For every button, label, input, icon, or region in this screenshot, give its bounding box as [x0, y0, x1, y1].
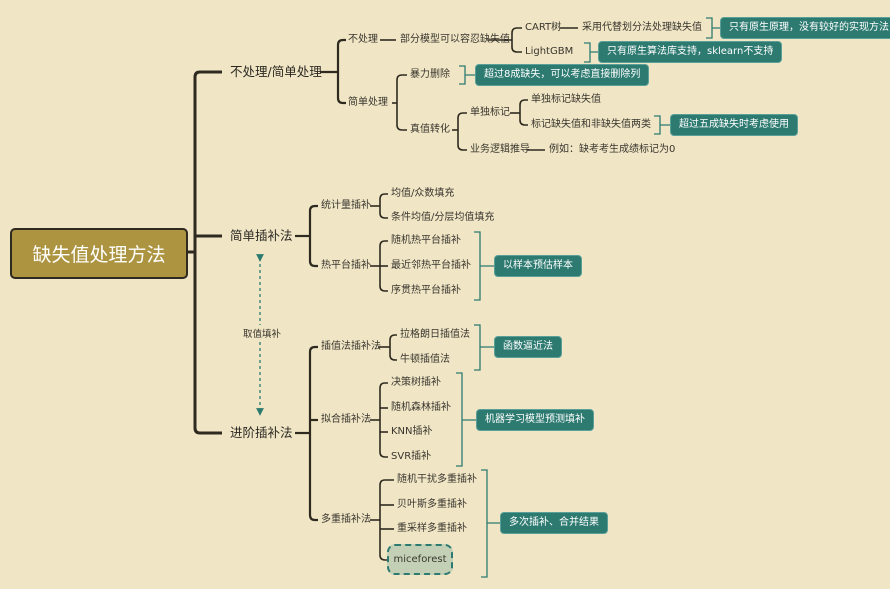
node-hot-deck[interactable]: 热平台插补	[321, 260, 371, 271]
node-cart[interactable]: CART树	[525, 22, 562, 33]
node-multi-item[interactable]: 重采样多重插补	[397, 523, 467, 534]
node-simple-imputation[interactable]: 简单插补法	[230, 228, 293, 243]
connector	[379, 193, 388, 206]
connector	[336, 72, 346, 105]
node-no-process[interactable]: 不处理	[348, 34, 378, 45]
callout-lightgbm-note[interactable]: 只有原生算法库支持，sklearn不支持	[598, 41, 783, 63]
connector	[519, 99, 528, 113]
node-hot-item[interactable]: 序贯热平台插补	[391, 285, 461, 296]
node-hot-item[interactable]: 随机热平台插补	[391, 235, 461, 246]
connector	[379, 240, 388, 266]
node-advanced-imputation[interactable]: 进阶插补法	[230, 425, 293, 440]
connector	[459, 65, 475, 85]
connector	[654, 115, 670, 135]
node-mark[interactable]: 单独标记	[470, 107, 510, 118]
node-hot-item[interactable]: 最近邻热平台插补	[391, 260, 471, 271]
callout-mark-note[interactable]: 超过五成缺失时考虑使用	[670, 114, 798, 136]
node-drop[interactable]: 暴力删除	[410, 69, 450, 80]
connector	[308, 433, 318, 522]
node-cart-desc[interactable]: 采用代替划分法处理缺失值	[582, 22, 702, 33]
connector	[308, 345, 318, 433]
node-no-or-simple-process[interactable]: 不处理/简单处理	[230, 64, 322, 79]
node-multi-item[interactable]: 随机干扰多重插补	[397, 474, 477, 485]
node-stat-item[interactable]: 条件均值/分层均值填充	[391, 212, 495, 223]
connector	[481, 469, 500, 578]
node-fit-item[interactable]: 随机森林插补	[391, 402, 451, 413]
connector	[519, 113, 528, 126]
node-miceforest[interactable]: miceforest	[387, 544, 453, 575]
node-interp[interactable]: 插值法插补法	[321, 341, 381, 352]
relation-label: 取值填补	[243, 325, 282, 341]
node-fit-item[interactable]: 决策树插补	[391, 377, 441, 388]
node-stat-item[interactable]: 均值/众数填充	[391, 188, 455, 199]
node-mark-item[interactable]: 标记缺失值和非缺失值两类	[531, 119, 651, 130]
connector	[193, 252, 222, 435]
node-fit-item[interactable]: KNN插补	[391, 426, 433, 437]
connector	[379, 420, 388, 458]
callout-interp-note[interactable]: 函数逼近法	[494, 336, 562, 358]
connector	[706, 17, 720, 39]
node-lightgbm[interactable]: LightGBM	[525, 46, 574, 57]
node-fit-item[interactable]: SVR插补	[391, 451, 432, 462]
callout-drop-note[interactable]: 超过8成缺失，可以考虑直接删除列	[475, 64, 650, 86]
connector	[308, 236, 318, 268]
node-convert[interactable]: 真值转化	[410, 124, 450, 135]
callout-multi-note[interactable]: 多次插补、合并结果	[500, 512, 608, 534]
node-mark-item[interactable]: 单独标记缺失值	[531, 94, 601, 105]
connector	[308, 204, 318, 236]
connector	[474, 324, 494, 371]
node-logic[interactable]: 业务逻辑推导	[470, 144, 530, 155]
connector	[389, 347, 397, 361]
connector	[389, 334, 397, 347]
callout-fit-note[interactable]: 机器学习模型预测填补	[476, 409, 594, 431]
connector	[336, 38, 346, 72]
connector	[379, 382, 388, 420]
connector	[456, 372, 476, 467]
callout-cart-note[interactable]: 只有原生原理，没有较好的实现方法	[720, 17, 890, 39]
node-interp-item[interactable]: 拉格朗日插值法	[400, 329, 470, 340]
connector	[511, 27, 522, 40]
connector	[193, 70, 222, 252]
connector	[379, 206, 388, 219]
node-fit[interactable]: 拟合插补法	[321, 414, 371, 425]
node-multi[interactable]: 多重插补法	[321, 514, 371, 525]
connector	[584, 42, 598, 63]
connector	[379, 479, 394, 520]
connector	[396, 103, 407, 131]
node-tolerant-models[interactable]: 部分模型可以容忍缺失值	[400, 34, 510, 45]
connector	[379, 520, 394, 561]
node-interp-item[interactable]: 牛顿插值法	[400, 354, 450, 365]
node-stat[interactable]: 统计量插补	[321, 200, 371, 211]
callout-hot-note[interactable]: 以样本预估样本	[494, 255, 582, 277]
connector	[474, 231, 494, 301]
connector	[457, 112, 467, 130]
connector	[396, 74, 407, 103]
connector	[379, 266, 388, 292]
connector	[457, 130, 467, 151]
root-node[interactable]: 缺失值处理方法	[10, 228, 188, 279]
node-simple-process[interactable]: 简单处理	[348, 97, 388, 108]
connector	[511, 40, 522, 53]
node-logic-example[interactable]: 例如：缺考考生成绩标记为0	[549, 144, 676, 155]
node-multi-item[interactable]: 贝叶斯多重插补	[397, 499, 467, 510]
